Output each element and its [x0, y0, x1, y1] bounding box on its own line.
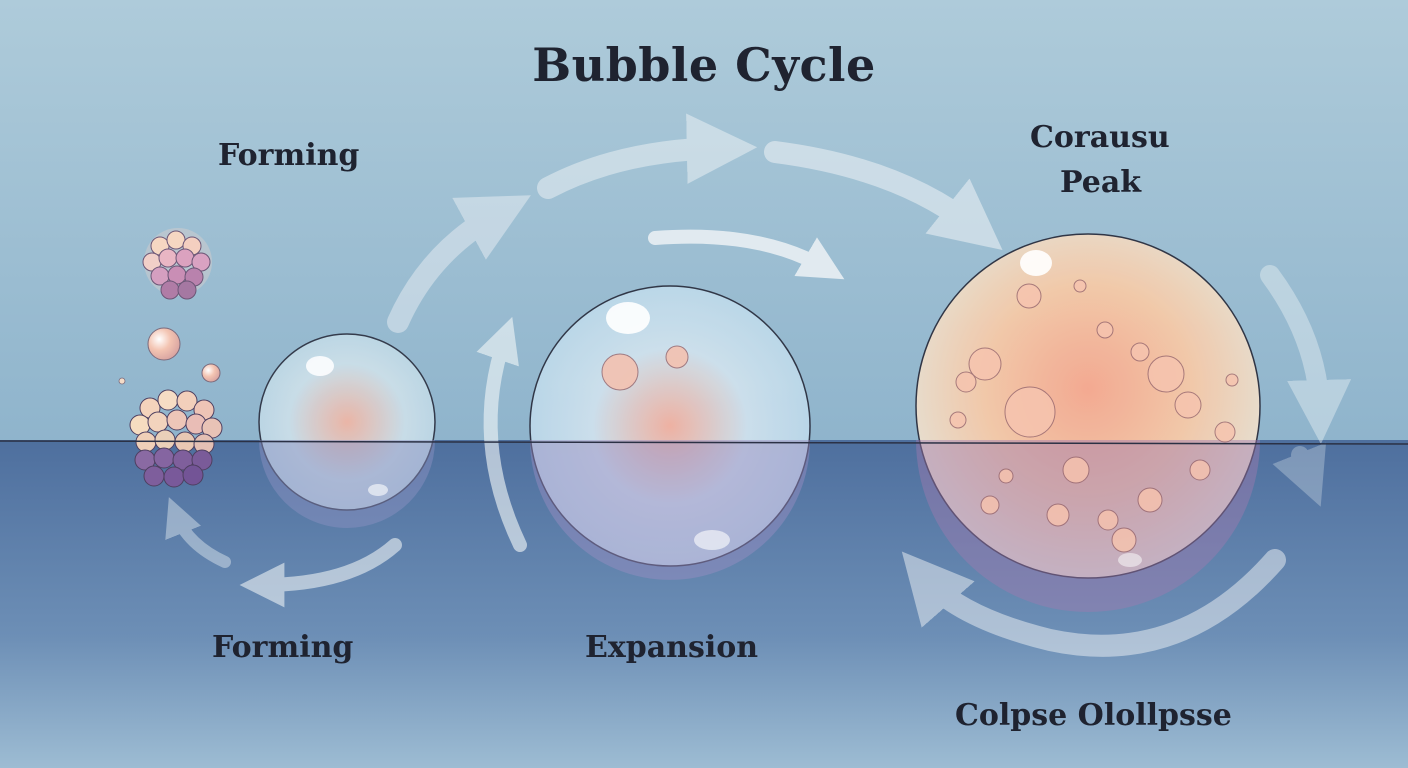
arrow-down-right-lower	[1272, 442, 1327, 507]
bubble-peak	[915, 233, 1261, 612]
arrow-up-center	[476, 316, 527, 552]
arrow-down-right	[1260, 265, 1352, 444]
forming-cluster-bottom	[129, 389, 223, 488]
droplet-small	[201, 363, 221, 383]
droplet-medium	[147, 327, 181, 361]
bubble-forming	[258, 333, 436, 528]
waterline	[0, 440, 1408, 445]
arrow-rise-1	[387, 195, 531, 333]
arrow-rise-2	[537, 113, 758, 199]
arrow-collapse	[901, 549, 1286, 657]
diagram-title: Bubble Cycle	[532, 38, 876, 92]
arrow-return-2	[165, 497, 231, 568]
arrow-return-1	[239, 538, 402, 608]
label-forming-bottom: Forming	[212, 630, 354, 665]
label-collapse: Colpse Olollpsse	[955, 698, 1232, 733]
droplet-tiny	[118, 377, 126, 385]
label-forming-top: Forming	[218, 138, 360, 173]
label-peak-line1: Corausu	[1030, 120, 1170, 155]
label-expansion: Expansion	[585, 630, 759, 665]
forming-cluster-top	[142, 228, 212, 300]
label-peak-line2: Peak	[1060, 165, 1142, 200]
arrow-to-peak	[764, 141, 1003, 250]
arrow-expansion	[648, 229, 845, 280]
bubble-expansion	[529, 285, 811, 580]
cycle-arrows	[165, 113, 1352, 657]
